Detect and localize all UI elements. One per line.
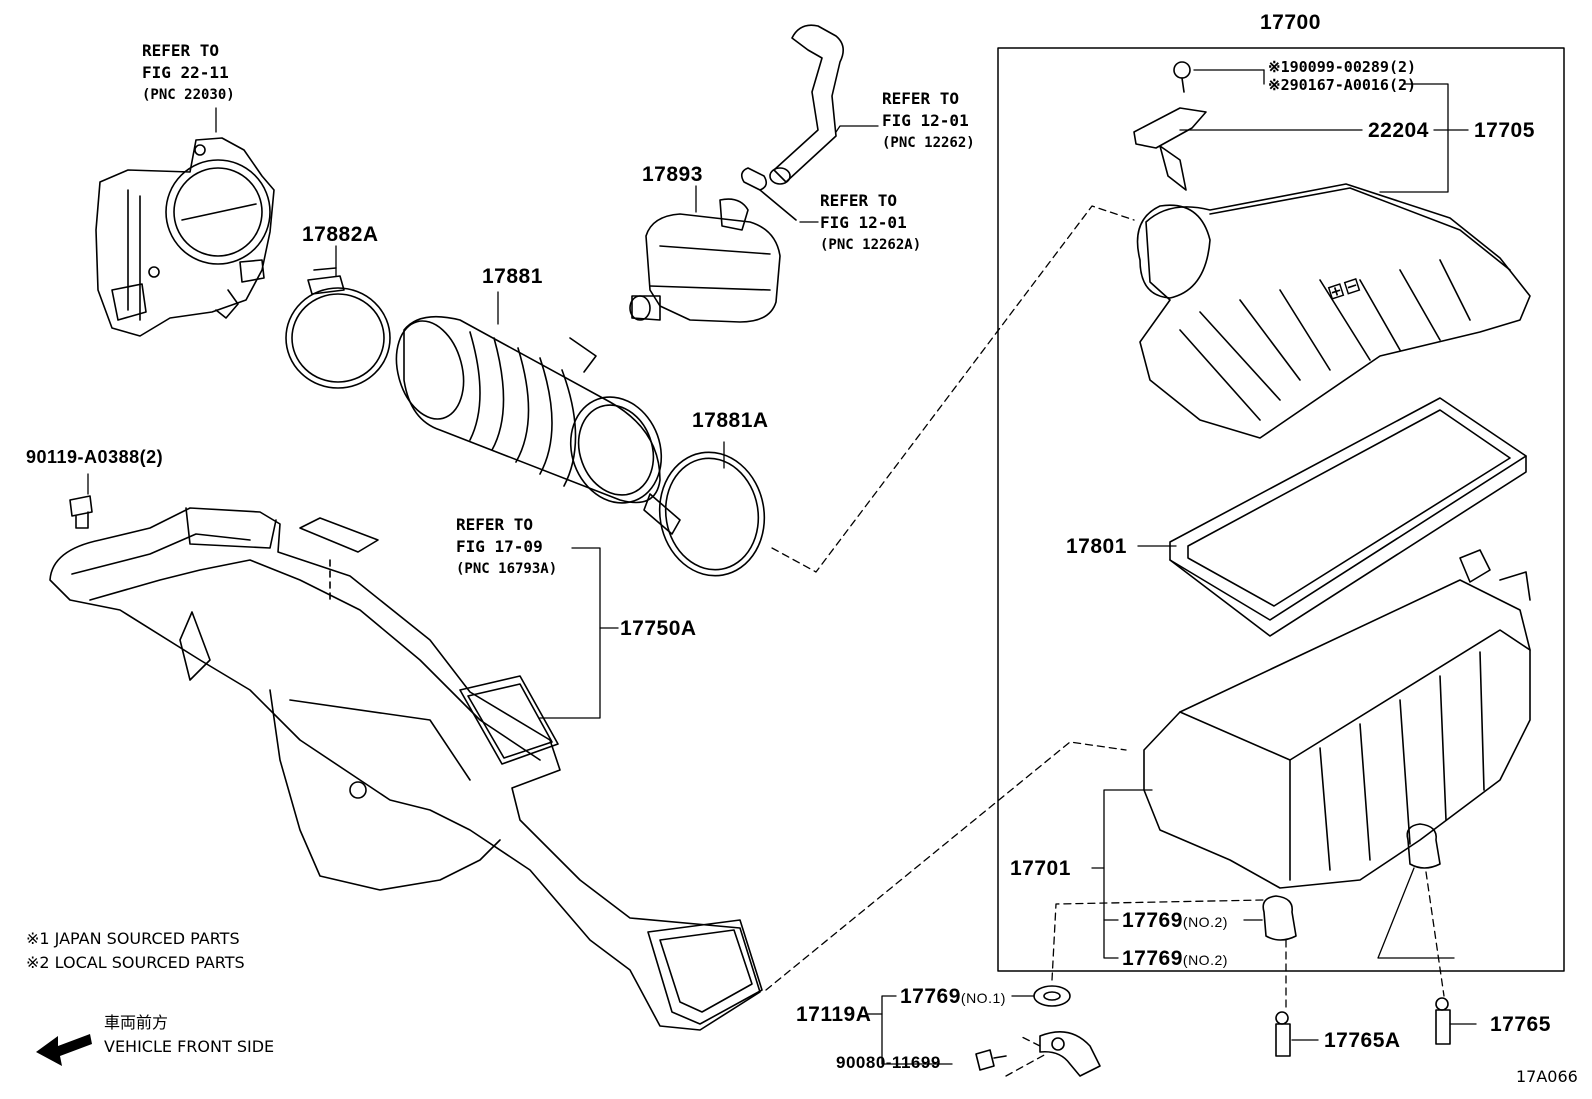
mark-1: ※1	[1268, 58, 1290, 76]
label-17750A: 17750A	[620, 617, 697, 640]
air-cleaner-cap-17705: ⊞⊟	[1136, 183, 1531, 439]
svg-text:⊞⊟: ⊞⊟	[1324, 272, 1363, 305]
label-17769-c-num: 17769	[900, 985, 961, 1008]
ref-hose-top-pnc: (PNC 12262)	[882, 135, 975, 151]
air-flow-sensor-22204	[1133, 107, 1207, 191]
ref-hose-top-line1: REFER TO	[882, 89, 960, 108]
label-90099: ※190099-00289(2)	[1268, 58, 1416, 76]
clamp-17882A	[285, 267, 391, 389]
screw-90099	[1173, 61, 1191, 93]
ref-hose-top-line2: FIG 12-01	[882, 111, 969, 130]
label-17119A: 17119A	[796, 1003, 872, 1026]
ref-hose-top: REFER TO FIG 12-01 (PNC 12262)	[882, 88, 975, 154]
label-17765A: 17765A	[1324, 1029, 1401, 1052]
intake-hose-17881	[395, 315, 663, 504]
front-label-en: VEHICLE FRONT SIDE	[104, 1037, 275, 1056]
label-22204: 22204	[1368, 119, 1429, 142]
figure-id: 17A066	[1516, 1067, 1578, 1086]
throttle-body	[95, 137, 275, 337]
label-17700: 17700	[1260, 11, 1321, 34]
resonator-17893	[629, 198, 781, 323]
ref-hose-clip-pnc: (PNC 12262A)	[820, 237, 922, 253]
label-90099-num: 90099-00289(2)	[1289, 58, 1417, 76]
dashed-connectors	[765, 205, 1445, 1077]
ref-hose-clip: REFER TO FIG 12-01 (PNC 12262A)	[820, 190, 921, 256]
ref-hose-clip-line1: REFER TO	[820, 191, 898, 210]
note-local: ※2 LOCAL SOURCED PARTS	[26, 953, 245, 972]
bolt-90119	[69, 495, 93, 529]
air-duct-17750A	[49, 507, 763, 1031]
label-17882A: 17882A	[302, 223, 379, 246]
label-17769-a-num: 17769	[1122, 909, 1183, 932]
bolt-90080	[975, 1049, 1007, 1071]
grommet-17769-a	[1262, 895, 1297, 941]
label-90119: 90119-A0388(2)	[26, 447, 164, 467]
label-17769-b-num: 17769	[1122, 947, 1183, 970]
label-17769-a: 17769(NO.2)	[1122, 910, 1228, 931]
label-90080: 90080-11699	[836, 1053, 941, 1072]
ref-hose-clip-line2: FIG 12-01	[820, 213, 907, 232]
ref-duct-label-pnc: (PNC 16793A)	[456, 561, 558, 577]
label-17765: 17765	[1490, 1013, 1551, 1036]
ref-throttle: REFER TO FIG 22-11 (PNC 22030)	[142, 40, 235, 106]
front-label-jp: 車両前方	[104, 1013, 169, 1032]
label-90167-num: 90167-A0016(2)	[1289, 76, 1417, 94]
leader-lines	[87, 69, 1477, 1065]
ref-duct-label: REFER TO FIG 17-09 (PNC 16793A)	[456, 514, 557, 580]
label-90167: ※290167-A0016(2)	[1268, 76, 1416, 94]
grommet-17769-b	[1406, 823, 1441, 869]
label-17769-a-sub: (NO.2)	[1182, 914, 1228, 930]
air-cleaner-case-17701	[1143, 549, 1531, 889]
label-17881A: 17881A	[692, 409, 769, 432]
pin-17765	[1435, 997, 1451, 1045]
ref-throttle-pnc: (PNC 22030)	[142, 87, 235, 103]
label-17769-c-sub: (NO.1)	[960, 990, 1006, 1006]
grommet-17769-c	[1033, 985, 1071, 1007]
mark-2: ※2	[1268, 76, 1290, 94]
label-17801: 17801	[1066, 535, 1127, 558]
bracket-17119A	[1039, 1030, 1101, 1077]
assembly-frame	[997, 47, 1565, 972]
duct-sticker	[299, 517, 379, 553]
label-17769-b-sub: (NO.2)	[1182, 952, 1228, 968]
label-17881: 17881	[482, 265, 543, 288]
ref-duct-label-line1: REFER TO	[456, 515, 534, 534]
ref-throttle-line1: REFER TO	[142, 41, 220, 60]
ref-throttle-line2: FIG 22-11	[142, 63, 229, 82]
label-17769-b: 17769(NO.2)	[1122, 948, 1228, 969]
label-17769-c: 17769(NO.1)	[900, 986, 1006, 1007]
label-17701: 17701	[1010, 857, 1071, 880]
label-17893: 17893	[642, 163, 703, 186]
note-japan: ※1 JAPAN SOURCED PARTS	[26, 929, 240, 948]
hose-clip	[740, 167, 797, 221]
ref-duct-label-line2: FIG 17-09	[456, 537, 543, 556]
pin-17765A	[1275, 1011, 1291, 1057]
label-17705: 17705	[1474, 119, 1535, 142]
breather-hose	[769, 24, 844, 185]
clamp-17881A	[643, 451, 766, 577]
air-filter-17801	[1169, 397, 1527, 637]
front-arrow-icon	[36, 1034, 92, 1066]
